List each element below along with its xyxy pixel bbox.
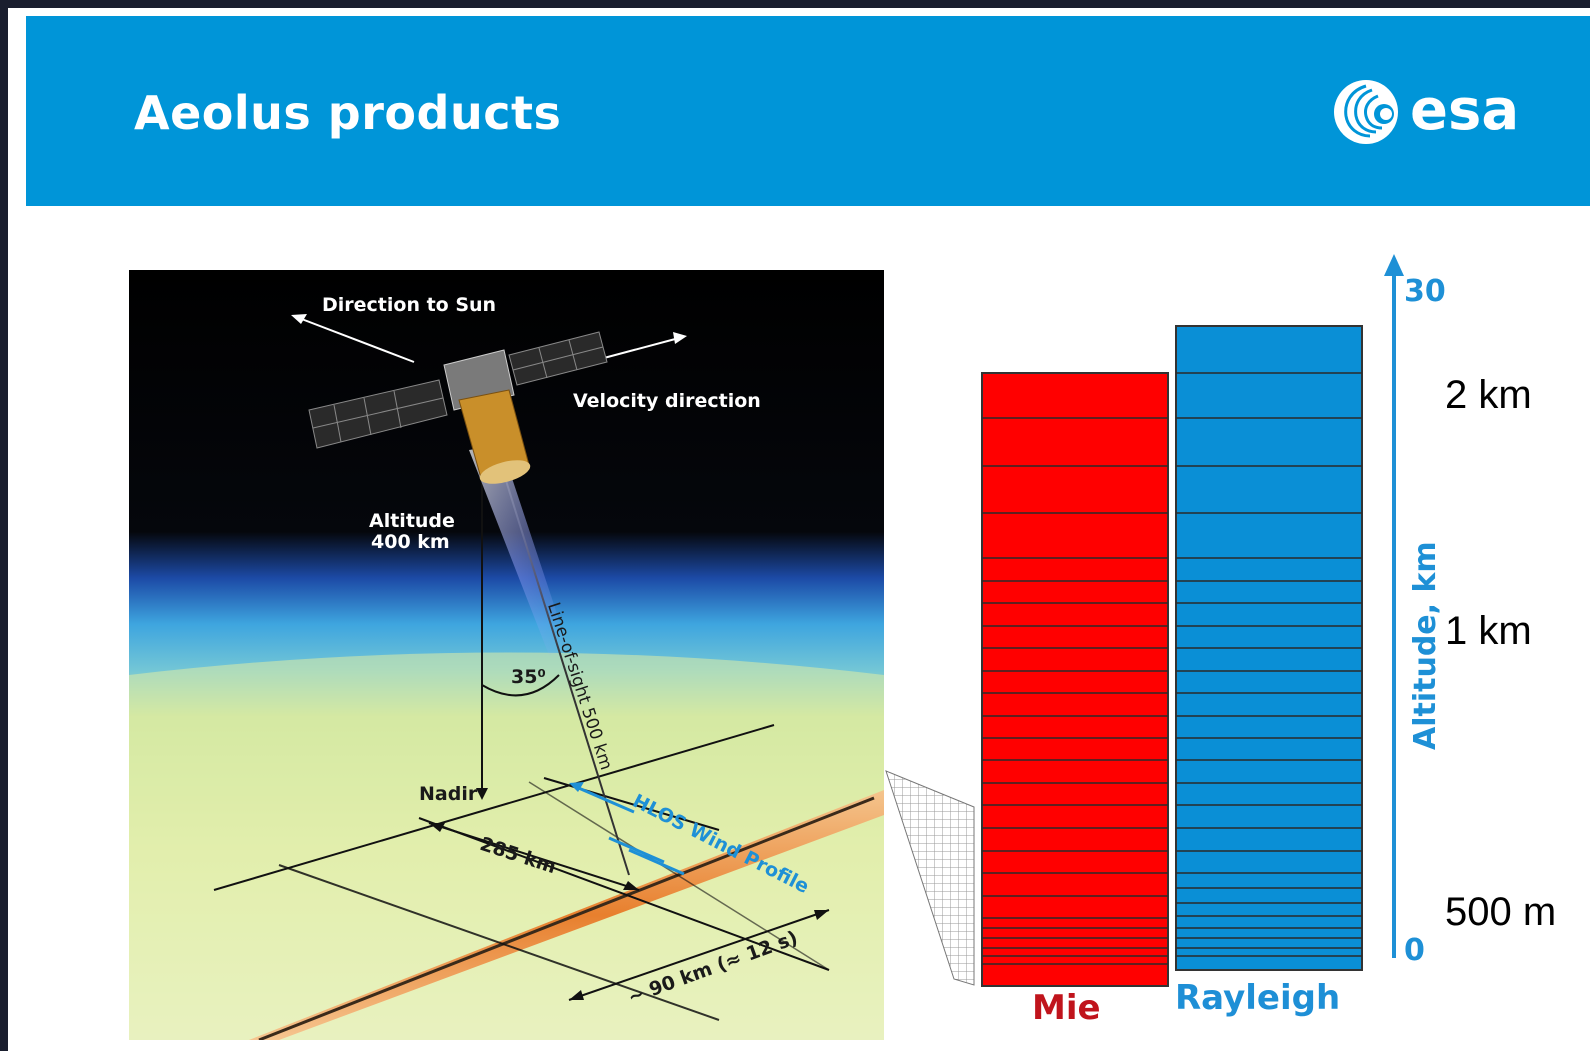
axis-title: Altitude, km [1408,541,1443,750]
axis-min-label: 0 [1404,933,1425,968]
esa-logo-icon [1334,80,1398,144]
altitude-label-line1: Altitude [369,510,455,532]
mie-column [981,372,1169,987]
mie-bar [981,372,1169,987]
resolution-label-500m: 500 m [1445,890,1557,934]
esa-logo-text: esa [1410,78,1520,143]
angle-label: 35⁰ [511,666,546,688]
direction-to-sun-label: Direction to Sun [322,294,497,316]
bin-columns [981,254,1404,987]
axis-arrow-icon [1384,254,1404,276]
satellite-scene [129,270,884,1042]
header-banner: Aeolus products esa [26,16,1590,206]
satellite-illustration: Direction to Sun Velocity direction Alti… [129,270,884,1042]
esa-logo: esa [1326,76,1546,146]
zoom-wedge [885,770,975,986]
resolution-label-2km: 2 km [1445,373,1532,417]
rayleigh-bar [1175,325,1363,971]
mie-label: Mie [1032,988,1101,1028]
resolution-label-1km: 1 km [1445,609,1532,653]
page-title: Aeolus products [134,86,562,140]
satellite-icon [308,331,608,484]
nadir-label: Nadir [419,783,478,805]
slide: Aeolus products esa [8,8,1590,1051]
ground-track [249,790,884,1040]
rayleigh-label: Rayleigh [1175,978,1341,1018]
velocity-direction-label: Velocity direction [573,390,761,412]
axis-max-label: 30 [1404,274,1446,309]
altitude-label-line2: 400 km [371,531,450,553]
